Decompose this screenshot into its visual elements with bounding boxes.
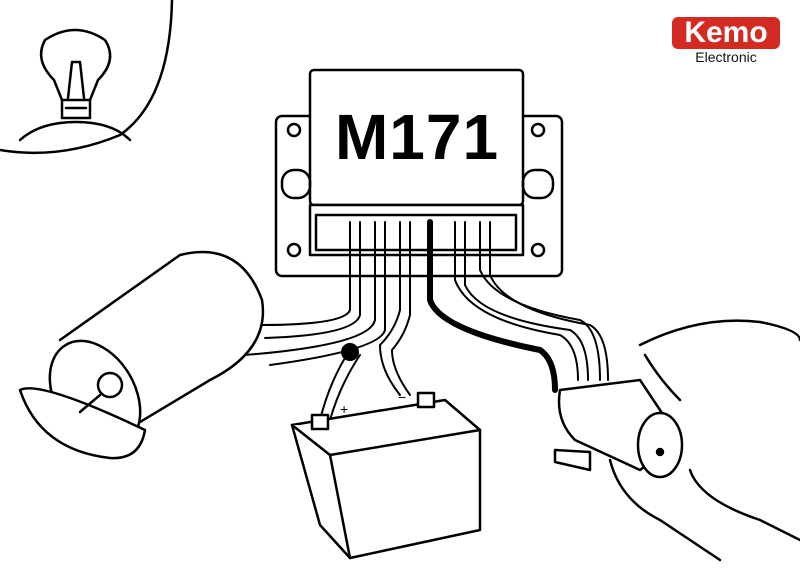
battery-plus-label: + — [340, 401, 348, 417]
m171-module — [274, 68, 564, 278]
lamp-inset — [0, 0, 174, 155]
logo-sub: Electronic — [695, 49, 757, 65]
battery — [290, 391, 482, 560]
wires — [244, 219, 609, 421]
logo-brand: Kemo — [672, 17, 780, 49]
potentiometer — [553, 378, 684, 479]
hand — [608, 319, 800, 562]
motor — [18, 250, 265, 460]
module-label: M171 — [334, 101, 500, 173]
kemo-logo: Kemo Electronic — [672, 17, 780, 65]
battery-minus-label: − — [398, 389, 406, 405]
